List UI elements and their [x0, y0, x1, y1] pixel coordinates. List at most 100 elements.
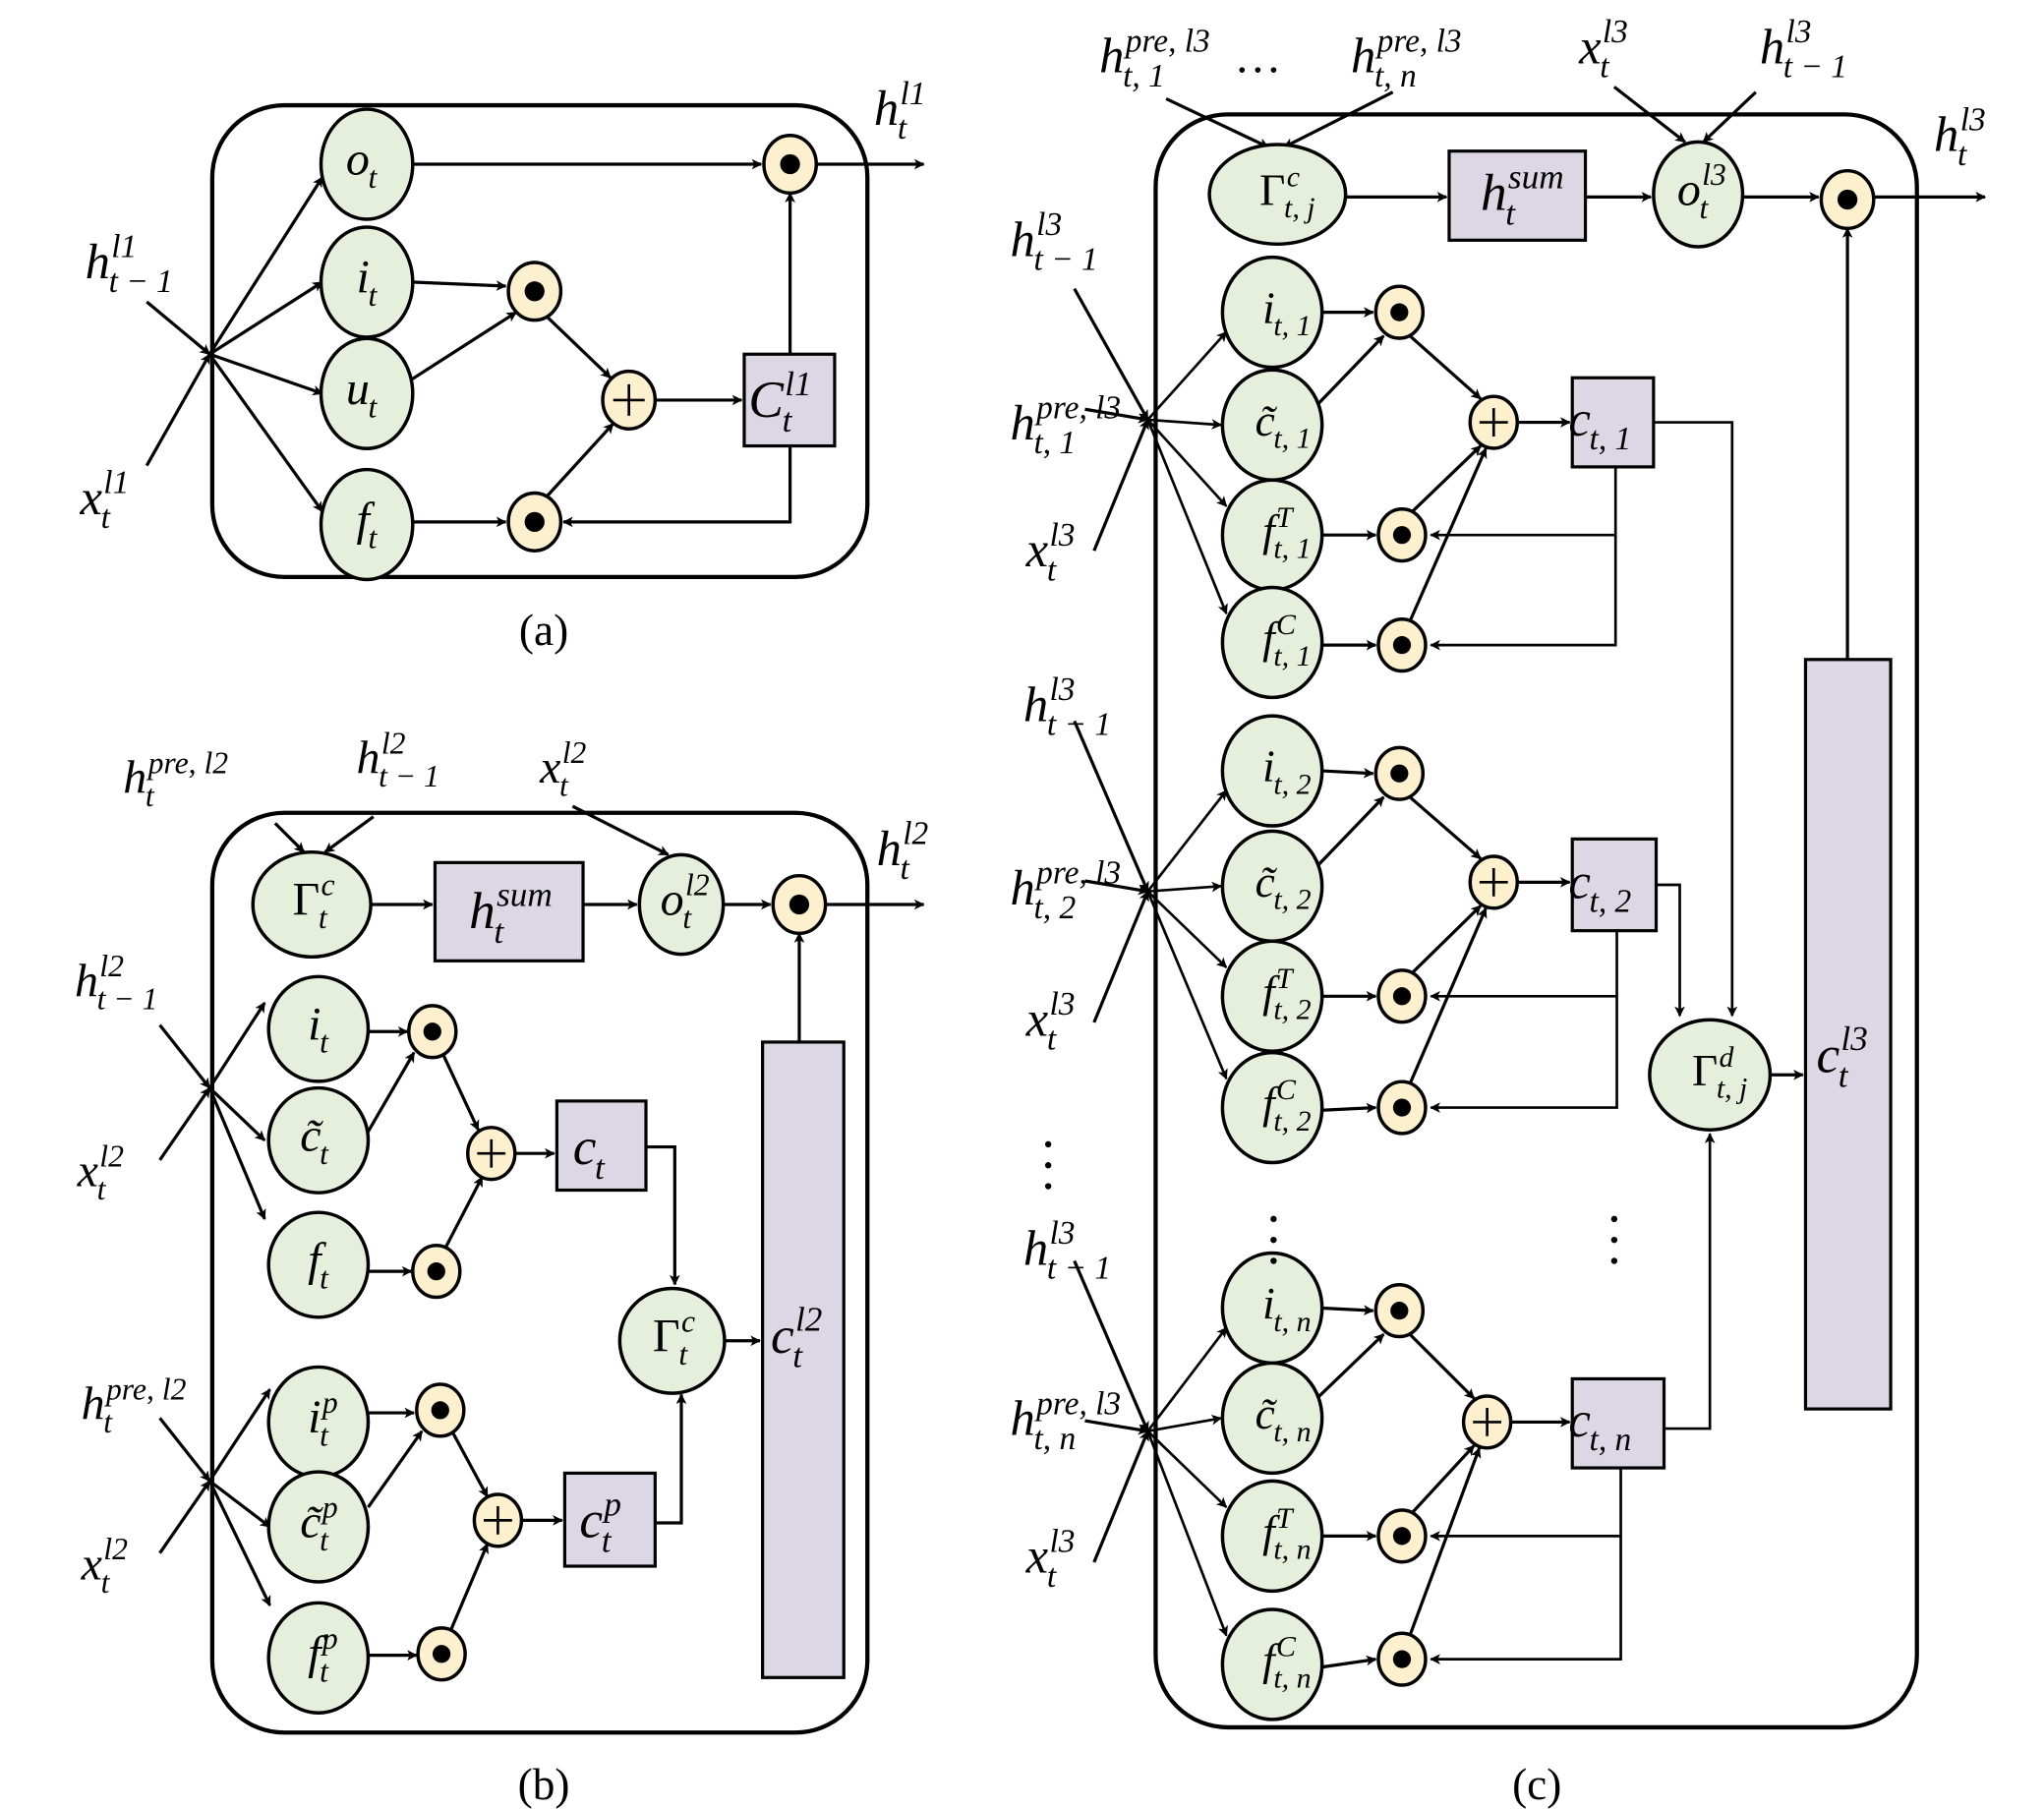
prior-candidate-gate-label-sup: p: [321, 1490, 338, 1525]
ellipsis-dot-icon: [1270, 1257, 1277, 1264]
gate-input-arrow: [1147, 1414, 1223, 1433]
add-operator-prior: [472, 1492, 524, 1548]
output-gate-label-base: o: [346, 134, 370, 186]
group-2-input-label-x-sub: t: [1047, 1021, 1057, 1057]
arrow-connector: [1315, 334, 1385, 407]
arrow-connector: [207, 1480, 271, 1606]
top-input-label-hpre-1-sub: t, 1: [1123, 58, 1165, 94]
cell-state-box-label-sub: t: [783, 401, 793, 439]
multiply-dot-icon: [1390, 1302, 1409, 1320]
gamma-combine-node: [1207, 143, 1348, 247]
gate-input-arrow: [207, 353, 324, 513]
multiply-operator-output: [1819, 168, 1876, 231]
top-input-label-x-sup: l3: [1603, 14, 1628, 50]
input-label-h-prev-base: h: [86, 234, 110, 289]
group-2-input-label-hpre-sub: t, 2: [1033, 890, 1076, 926]
arrow-connector: [365, 1051, 416, 1136]
gate-input-arrow: [1147, 418, 1223, 430]
group-1-add-operator: [1468, 394, 1519, 450]
gamma-merge-node-label-base: Γ: [653, 1310, 680, 1362]
group-n-input-gate-label-sub: t, n: [1273, 1306, 1311, 1338]
group-2-cell-state-box: [1570, 837, 1659, 933]
group1-input-label-hprev-sup: l2: [99, 949, 124, 983]
arrow-connector: [448, 1543, 490, 1631]
group-1-cross-forget-gate-label-sup: C: [1276, 609, 1297, 641]
group-1-cell-state-box: [1570, 376, 1656, 469]
add-operator: [466, 1126, 517, 1182]
gamma-combine-node: [251, 849, 373, 960]
long-cell-state-box: [761, 1040, 846, 1679]
top-input-label-x-sub: t: [559, 768, 569, 802]
multiply-dot-icon: [423, 1022, 441, 1041]
cell-state-box-short-label: ct: [573, 1118, 606, 1187]
group-n-input-label-hpre-base: h: [1011, 1391, 1035, 1446]
ellipsis-dot-icon: [1610, 1215, 1618, 1223]
group-input-arrow-x: [1092, 418, 1149, 552]
multiply-operator-output: [762, 133, 818, 196]
group-n-input-label-hprev-sup: l3: [1049, 1215, 1075, 1252]
panel-b-frame: [209, 810, 870, 1735]
group2-input-label-hpre-sup: pre, l2: [104, 1372, 187, 1407]
forget-gate: [266, 1210, 371, 1319]
input-gate-label-sub: t: [320, 1025, 329, 1060]
cell-state-box-short-label-sub: t: [595, 1148, 606, 1187]
output-gate: [637, 852, 726, 957]
group-n-input-label-x-sub: t: [1047, 1558, 1057, 1595]
gate-input-arrow: [1147, 881, 1223, 894]
cell-state-box: [742, 352, 837, 448]
group-input-arrow-hpre: [1084, 879, 1149, 896]
hidden-sum-box-label-sup: sum: [496, 876, 553, 914]
top-input-label-hprev-sup: l2: [381, 727, 406, 761]
gamma-combine-node-label-base: Γ: [292, 874, 320, 926]
group-n-cell-state-box-label: ct, n: [1568, 1392, 1631, 1458]
arrow-connector: [1411, 904, 1483, 974]
arrow-connector: [443, 1176, 484, 1249]
group-2-candidate-gate-label-sub: t, 2: [1273, 884, 1311, 916]
group-n-input-gate-label: it, n: [1262, 1279, 1311, 1338]
plus-icon: [477, 1138, 506, 1168]
gate-input-arrow: [1146, 330, 1228, 421]
top-input-arrow-hprev: [1702, 90, 1757, 144]
output-gate-label-sub: t: [368, 160, 378, 195]
hidden-sum-box: [1447, 149, 1588, 242]
gate-input-arrow: [208, 352, 323, 396]
gate-input-arrow: [1146, 891, 1228, 1080]
group-2-multiply-operator: [1376, 968, 1428, 1024]
ellipsis-dot-icon: [1270, 1236, 1277, 1244]
hidden-sum-box-label-sub: t: [1505, 195, 1516, 233]
group-n-multiply-operator: [1373, 1283, 1426, 1339]
arrow-connector: [208, 1086, 266, 1142]
group-1-cross-forget-gate-label-sub: t, 1: [1273, 640, 1311, 672]
multiply-dot-icon: [1390, 764, 1409, 783]
panel-b-caption: (b): [518, 1760, 570, 1809]
top-input-label-hprev-base: h: [356, 732, 380, 785]
group2-input-label-x-sup: l2: [103, 1532, 128, 1566]
multiply-dot-icon: [788, 894, 810, 915]
multiply-operator-prior-input: [415, 1382, 466, 1438]
arrow-connector: [1408, 1332, 1476, 1400]
group-n-input-gate-label-base: i: [1262, 1279, 1275, 1328]
forget-gate-label-sub: t: [320, 1261, 329, 1296]
group-input-arrow-hpre: [1084, 407, 1149, 424]
arrow-connector: [207, 1388, 271, 1483]
gate-input-arrow: [1146, 1326, 1228, 1432]
output-label-h-base: h: [1934, 107, 1958, 162]
input-gate-label: it: [308, 998, 329, 1059]
group-input-arrow-hprev: [1073, 1259, 1149, 1432]
group-2-input-label-hprev-base: h: [1023, 676, 1048, 731]
group-2-cell-state-box-label-sub: t, 2: [1590, 884, 1632, 920]
